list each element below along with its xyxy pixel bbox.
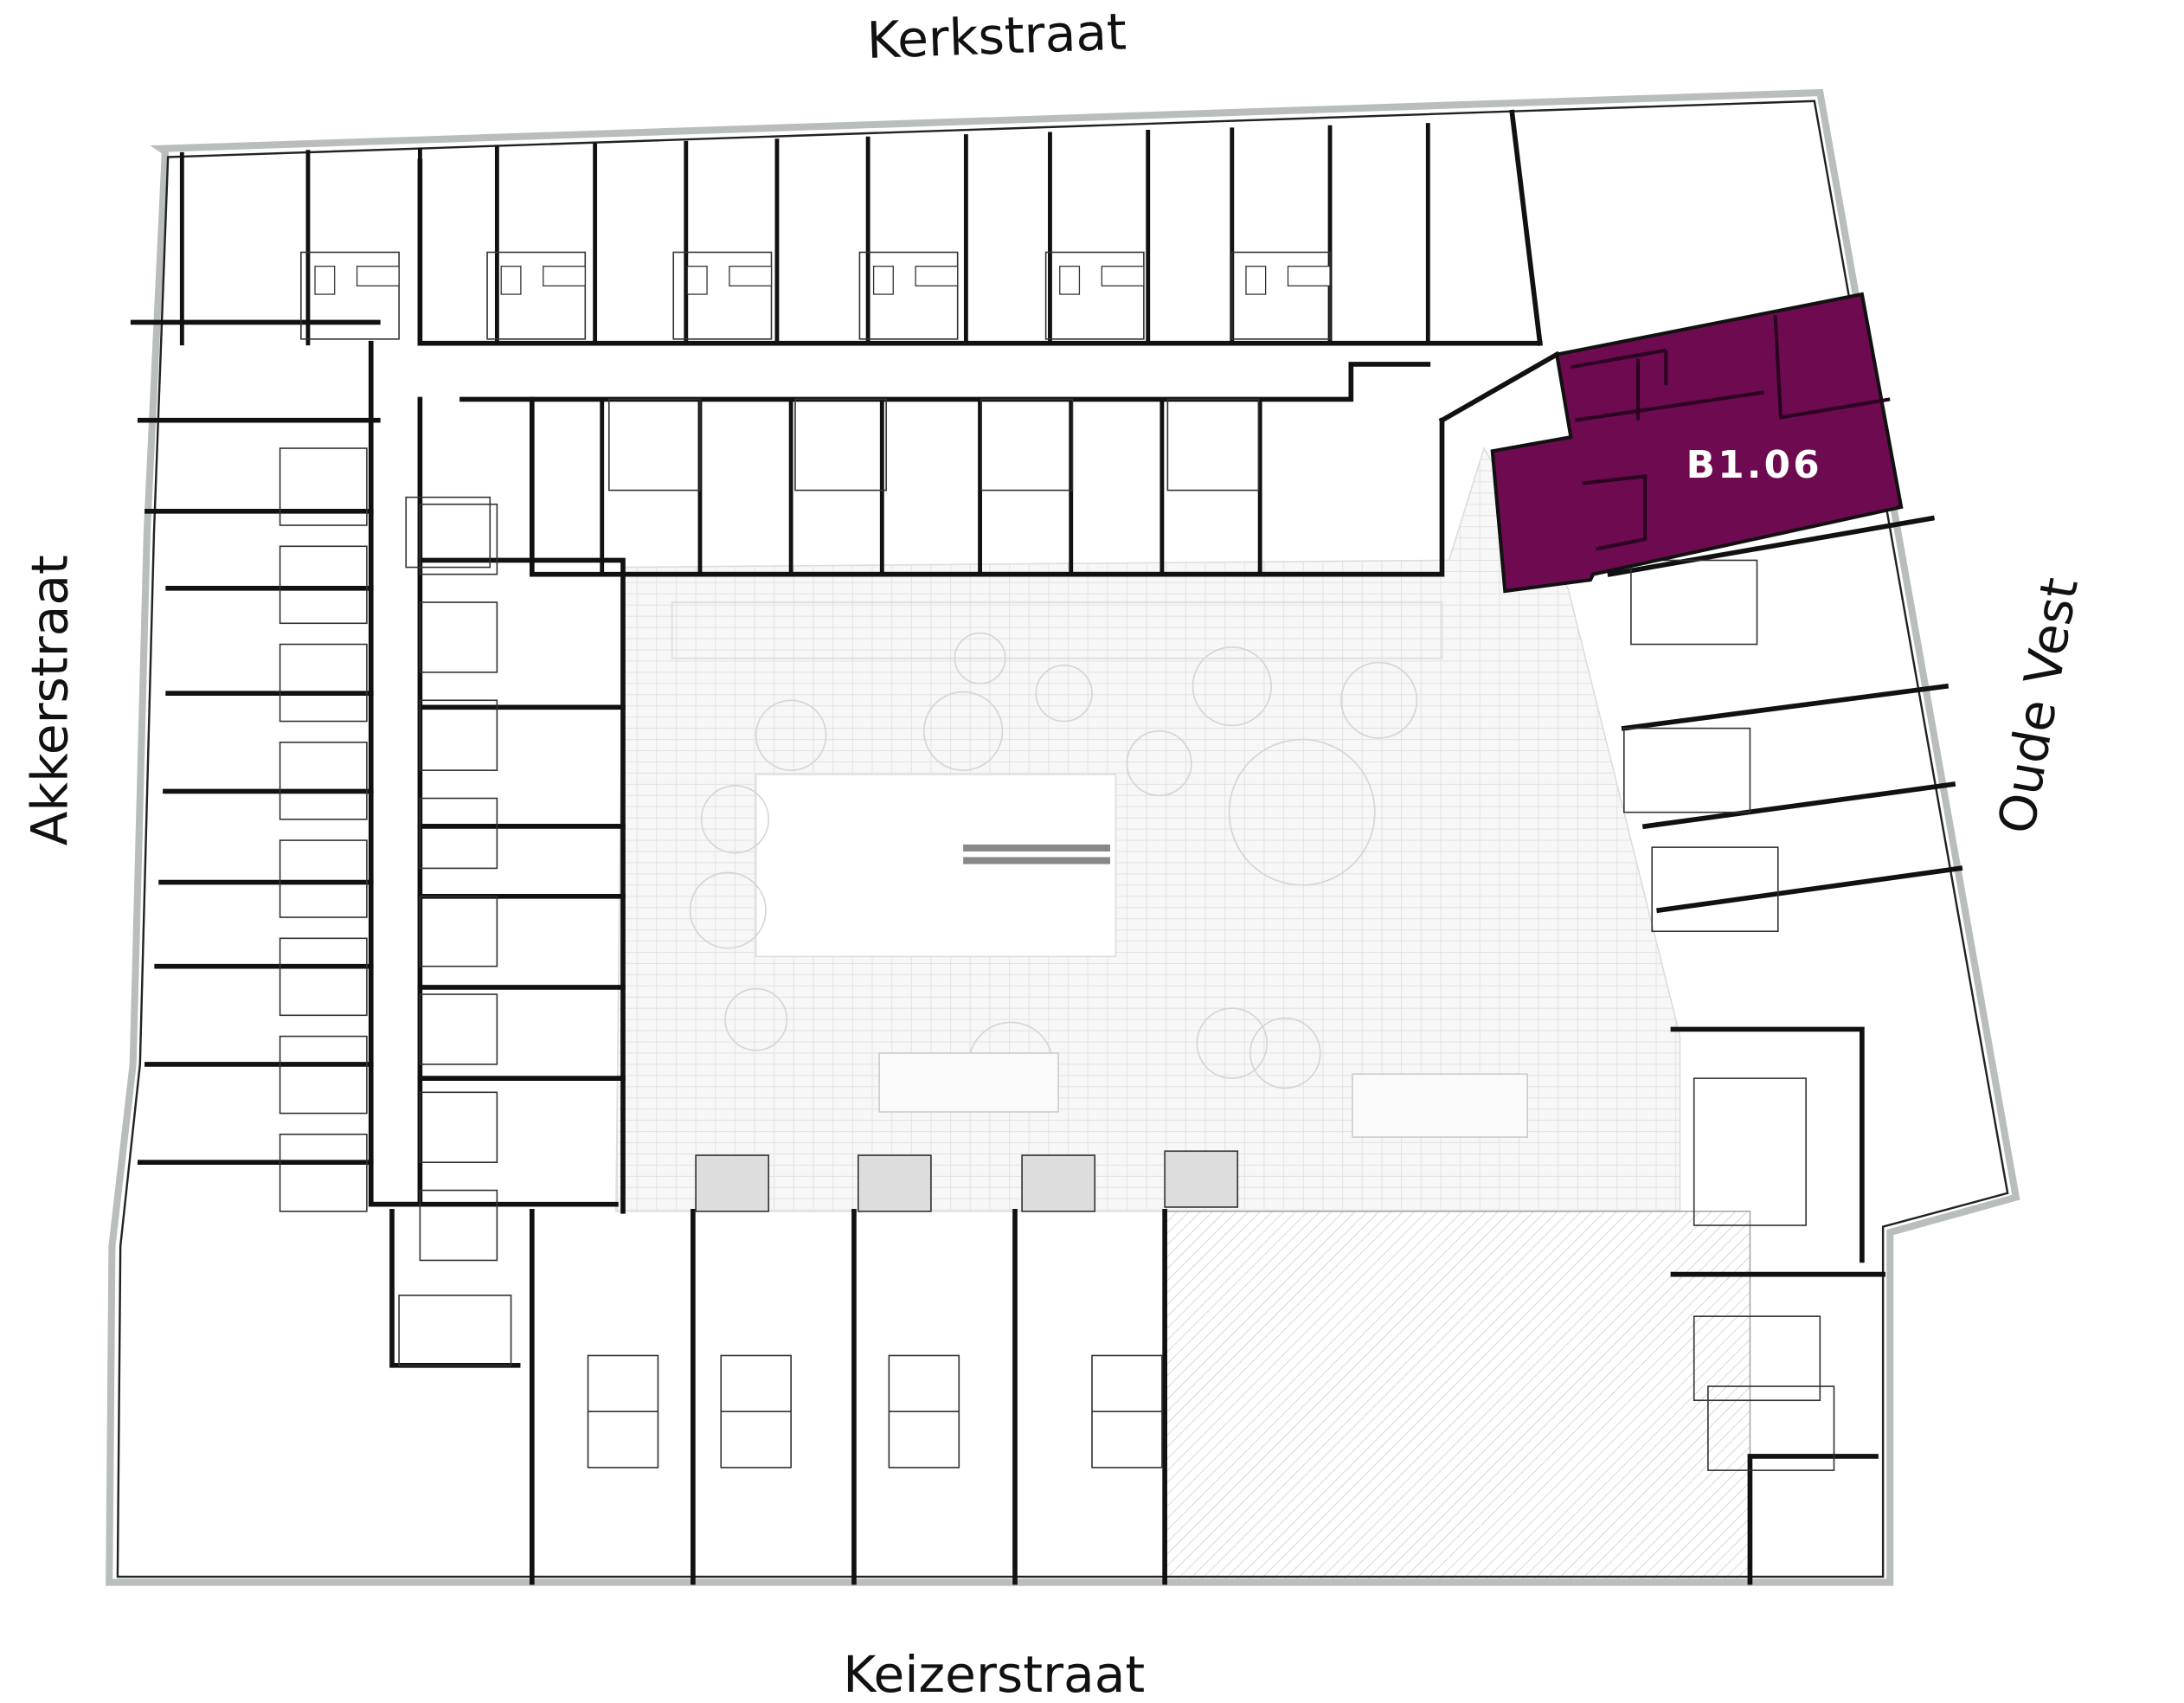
wall — [529, 396, 1445, 577]
bench — [963, 857, 1111, 864]
tree-icon — [700, 785, 770, 854]
room-partition — [607, 398, 701, 492]
planter-strip — [671, 601, 1443, 659]
stair-core — [398, 1295, 512, 1366]
room-partition — [419, 699, 498, 771]
tree-icon — [923, 691, 1004, 771]
tree-icon — [755, 699, 827, 771]
unit-label: B1.06 — [1686, 443, 1822, 487]
room-partition — [1044, 251, 1145, 340]
stair-icon — [1164, 1150, 1239, 1208]
room-partition — [279, 741, 368, 820]
wall — [130, 319, 381, 1166]
stair-icon — [695, 1154, 770, 1212]
walls — [130, 109, 1963, 1585]
street-label-east: Oude Vest — [1987, 574, 2090, 839]
tree-icon — [1126, 730, 1192, 797]
room-partition — [279, 937, 368, 1017]
room-partition — [794, 398, 887, 492]
room-partition — [419, 797, 498, 870]
unit-b1-06[interactable]: B1.06 — [1490, 292, 1904, 594]
room-partition — [858, 251, 959, 340]
room-partition — [486, 251, 587, 340]
tree-icon — [724, 987, 788, 1051]
open-void-area — [1164, 1211, 1751, 1584]
stair-icon — [1021, 1154, 1096, 1212]
stair-core — [1693, 1077, 1807, 1226]
room-partition — [1166, 398, 1260, 492]
toilet-icon — [1059, 266, 1081, 295]
tree-icon — [689, 871, 767, 949]
wall — [417, 557, 626, 1214]
street-label-north: Kerkstraat — [866, 3, 1127, 70]
room-partition — [419, 1189, 498, 1262]
room-partition — [1230, 251, 1331, 340]
room-partition — [980, 398, 1074, 492]
courtyard-seating-area — [755, 774, 1117, 958]
tree-icon — [1228, 738, 1376, 886]
unit-b1-06-interior-walls — [1570, 315, 1891, 551]
room-partition — [279, 545, 368, 625]
bathtub-icon — [1287, 266, 1331, 286]
room-partition — [419, 601, 498, 673]
tree-icon — [1196, 1007, 1269, 1079]
room-partition — [419, 1091, 498, 1163]
tree-icon — [1249, 1017, 1321, 1089]
room-partition — [1630, 559, 1758, 646]
room-partition — [419, 993, 498, 1065]
partitions — [279, 251, 1835, 1471]
wall — [1670, 1271, 1885, 1585]
room-partition — [672, 251, 773, 340]
room-partition — [1707, 1385, 1835, 1471]
tree-icon — [1340, 661, 1418, 739]
room-partition — [279, 839, 368, 918]
room-partition — [279, 1134, 368, 1212]
room-partition — [279, 447, 368, 526]
street-label-south: Keizerstraat — [843, 1645, 1145, 1703]
room-partition — [1693, 1315, 1821, 1402]
room-partition — [1623, 727, 1751, 813]
tree-icon — [1192, 646, 1272, 727]
wall — [1438, 109, 1561, 424]
courtyard — [615, 447, 1681, 1212]
room-partition — [300, 251, 400, 340]
stair-core — [405, 496, 491, 569]
wall — [1607, 515, 1963, 1263]
toilet-icon — [686, 266, 708, 295]
toilet-icon — [1245, 266, 1267, 295]
toilet-icon — [872, 266, 894, 295]
bathrooms — [314, 266, 1331, 295]
planter — [1352, 1073, 1528, 1138]
planter — [878, 1052, 1059, 1113]
room-partition — [279, 1035, 368, 1115]
street-label-west: Akkerstraat — [21, 555, 80, 845]
unit-b1-06-area[interactable] — [1490, 292, 1904, 594]
bathtub-icon — [915, 266, 959, 286]
bench — [963, 844, 1111, 852]
building-outline — [106, 88, 2020, 1586]
room-partition — [279, 643, 368, 723]
room-partition — [1651, 846, 1779, 933]
toilet-icon — [500, 266, 522, 295]
wall — [459, 362, 1431, 402]
stair-icon — [857, 1154, 932, 1212]
wall — [368, 340, 423, 1207]
toilet-icon — [314, 266, 336, 295]
tree-icon — [1035, 665, 1093, 723]
room-partition — [419, 503, 498, 575]
bathtub-icon — [1101, 266, 1145, 286]
room-partition — [419, 895, 498, 967]
bathtub-icon — [356, 266, 400, 286]
wall — [691, 1208, 1167, 1585]
wall — [417, 158, 1543, 346]
wall — [417, 704, 626, 1081]
bathtub-icon — [729, 266, 773, 286]
bathtub-icon — [543, 266, 586, 286]
